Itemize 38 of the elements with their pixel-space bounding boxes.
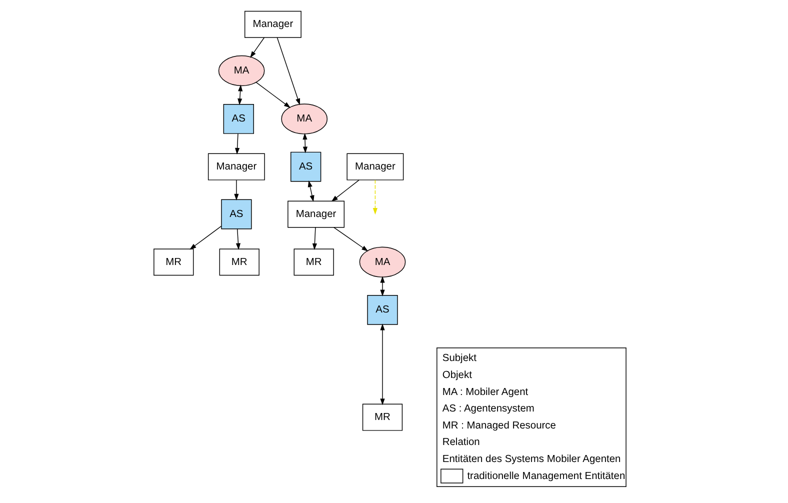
arrow	[276, 37, 300, 106]
node-box: MR	[219, 248, 260, 276]
node-box: AS	[223, 104, 254, 134]
arrow	[372, 180, 378, 215]
arrow	[235, 133, 240, 155]
node-ellipse: MA	[281, 104, 328, 134]
arrow	[234, 180, 239, 200]
label: AS : Agentensystem	[442, 404, 534, 415]
node-box: MR	[294, 248, 334, 276]
label: MA : Mobiler Agent	[442, 386, 528, 398]
node-box: AS	[367, 294, 398, 325]
label: Subjekt	[442, 353, 476, 364]
arrow	[190, 226, 222, 250]
arrow	[308, 180, 314, 202]
arrow	[250, 37, 265, 58]
label: MR : Managed Resource	[442, 420, 556, 432]
node-box: Manager	[346, 153, 404, 180]
arrow	[312, 227, 317, 250]
arrow	[380, 276, 385, 296]
node-box: AS	[290, 152, 322, 182]
node-box: Manager	[288, 200, 345, 228]
arrow	[331, 180, 360, 202]
node-ellipse: MA	[218, 55, 265, 86]
label: Objekt	[442, 370, 472, 381]
node-box: Manager	[208, 153, 265, 180]
node-box: MR	[154, 248, 194, 276]
node-box: Manager	[244, 10, 302, 38]
arrow	[302, 133, 308, 154]
arrow	[238, 84, 243, 106]
arrow	[380, 324, 385, 406]
legend-label: Relation	[442, 437, 480, 448]
arrow	[236, 228, 241, 250]
legend-label: traditionelle Management Entitäten	[467, 470, 626, 482]
node-box: AS	[221, 199, 252, 230]
node-box: MR	[362, 404, 403, 431]
legend-label: Entitäten des Systems Mobiler Agenten	[442, 454, 621, 465]
arrow	[334, 227, 368, 252]
arrow	[256, 82, 291, 108]
